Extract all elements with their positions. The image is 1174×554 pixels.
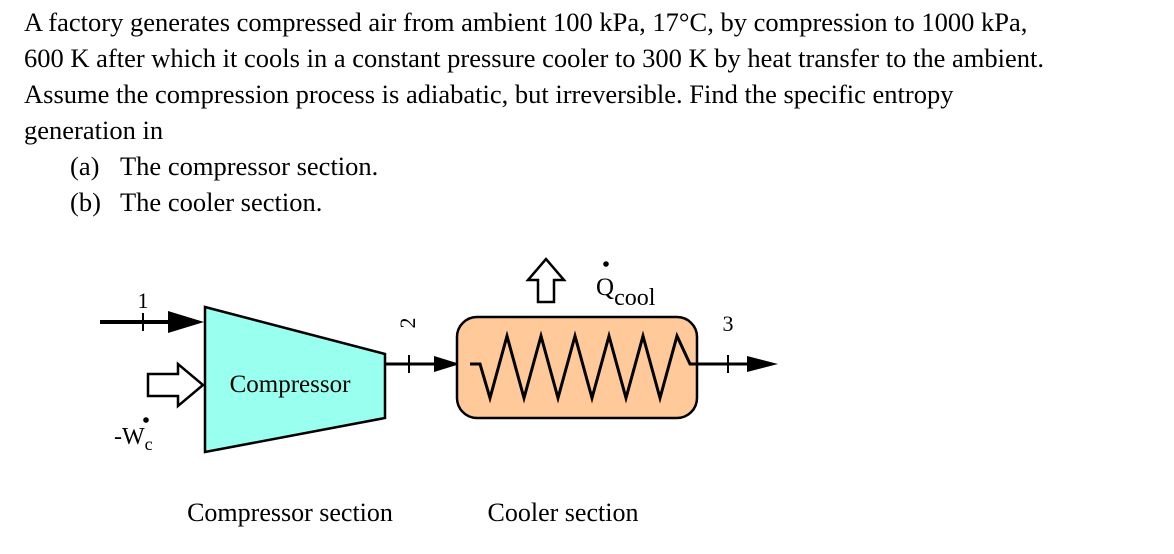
part-text: The compressor section. [120,151,379,181]
compressor-to-cooler-arrow [385,355,460,373]
question-part-b: (b) The cooler section. [24,184,1164,220]
cooler-section-label: Cooler section [488,498,639,527]
inlet-flow-arrow [100,311,204,333]
work-symbol-main: -W [114,424,145,450]
part-marker: (b) [70,187,101,217]
cooling-coil [470,330,704,404]
work-dot [143,417,149,423]
problem-body: A factory generates compressed air from … [24,4,1164,148]
problem-line: 600 K after which it cools in a constant… [24,43,1044,73]
part-marker: (a) [70,151,100,181]
heat-symbol: Qcool [596,274,656,311]
compressor-section-label: Compressor section [187,498,393,527]
question-part-a: (a) The compressor section. [24,148,1164,184]
problem-line: A factory generates compressed air from … [24,7,1028,37]
outlet-flow-arrow [697,355,778,373]
question-parts: (a) The compressor section. (b) The cooler… [24,148,1164,220]
heat-symbol-subscript: cool [614,285,656,311]
cooler-body [455,315,699,420]
heat-dot [603,261,609,267]
compressor-label: Compressor [230,371,352,398]
state-1-label: 1 [138,288,149,313]
problem-statement: A factory generates compressed air from … [24,4,1164,220]
heat-out-arrow [525,257,567,304]
problem-line: Assume the compression process is adiaba… [24,79,954,109]
heat-symbol-main: Q [596,274,614,301]
work-symbol-subscript: c [145,434,153,454]
problem-line: generation in [24,115,164,145]
work-symbol: -Wc [114,424,153,454]
compressor-body [203,305,387,454]
work-input-arrow [146,361,205,409]
part-text: The cooler section. [120,187,323,217]
state-2-label: 2 [395,318,420,329]
state-3-label: 3 [723,311,734,336]
